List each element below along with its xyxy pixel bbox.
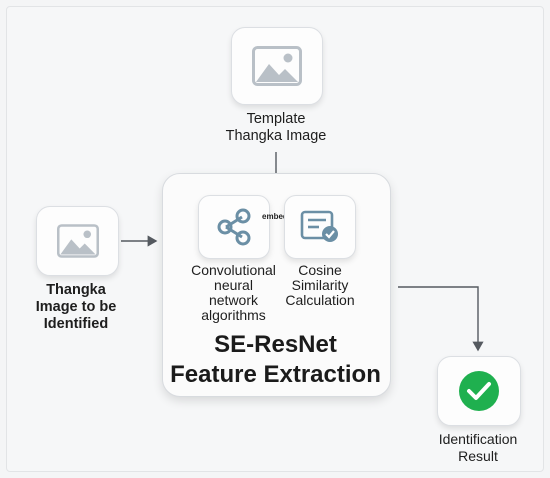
embed-label: embed xyxy=(262,212,288,221)
cosine-label: Cosine Similarity Calculation xyxy=(285,262,355,308)
image-icon xyxy=(56,224,99,258)
image-icon xyxy=(252,46,302,86)
share-network-icon xyxy=(217,208,251,246)
result-card xyxy=(437,356,521,426)
module-title: SE-ResNet Feature Extraction xyxy=(170,331,381,388)
cnn-card xyxy=(198,195,270,259)
template-image-label: Template Thangka Image xyxy=(225,111,327,144)
query-image-card xyxy=(36,206,119,276)
cosine-card xyxy=(284,195,356,259)
cnn-label: Convolutional neural network algorithms xyxy=(191,262,276,323)
template-image-card xyxy=(231,27,323,105)
result-label: Identification Result xyxy=(438,431,518,464)
check-circle-icon xyxy=(459,371,499,411)
document-check-icon xyxy=(300,210,338,242)
query-image-label: Thangka Image to be Identified xyxy=(35,282,117,332)
arrow-module-to-result xyxy=(398,286,484,352)
